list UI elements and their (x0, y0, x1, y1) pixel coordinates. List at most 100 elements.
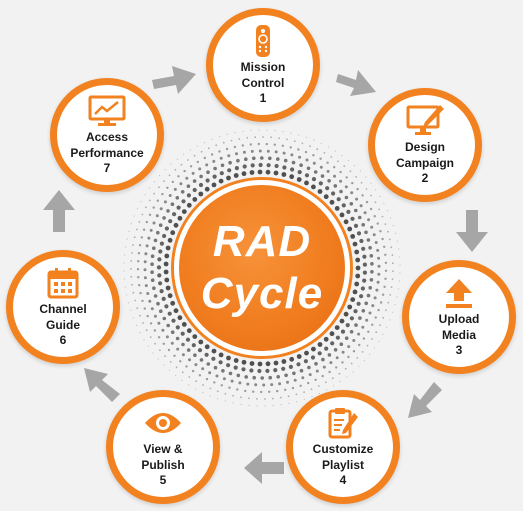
halftone-dot (240, 396, 242, 399)
halftone-dot (383, 245, 386, 248)
halftone-dot (134, 299, 137, 302)
halftone-dot (148, 299, 152, 303)
halftone-dot (165, 335, 169, 339)
halftone-dot (358, 343, 361, 347)
halftone-dot (153, 181, 155, 183)
halftone-dot (289, 174, 295, 180)
arrow-6-to-7 (43, 190, 75, 232)
halftone-dot (216, 390, 219, 393)
halftone-dot (311, 346, 316, 352)
halftone-dot (191, 369, 195, 373)
halftone-dot (350, 216, 355, 221)
halftone-dot (311, 177, 317, 182)
halftone-dot (152, 221, 156, 225)
arrow-2-to-3 (456, 210, 488, 252)
halftone-dot (347, 304, 353, 310)
halftone-dot (360, 181, 363, 184)
halftone-dot (274, 163, 279, 169)
halftone-dot (132, 317, 134, 319)
halftone-dot (170, 341, 174, 345)
halftone-dot (260, 156, 264, 160)
halftone-dot (215, 144, 218, 147)
halftone-dot (331, 191, 336, 196)
halftone-dot (354, 323, 358, 327)
halftone-dot (147, 345, 149, 347)
halftone-dot (236, 373, 241, 378)
halftone-dot (145, 220, 148, 224)
halftone-dot (350, 362, 353, 365)
halftone-dot (350, 234, 356, 239)
halftone-dot (233, 145, 237, 149)
halftone-dot (246, 136, 249, 139)
halftone-dot (123, 278, 125, 280)
halftone-dot (196, 160, 199, 164)
arrow-7-to-1 (152, 66, 196, 94)
halftone-dot (339, 318, 345, 324)
halftone-dot (382, 333, 384, 335)
halftone-dot (308, 373, 312, 377)
halftone-dot (373, 215, 376, 218)
halftone-dot (143, 260, 147, 264)
halftone-dot (180, 331, 185, 336)
halftone-dot (350, 297, 356, 302)
halftone-dot (384, 253, 387, 256)
halftone-dot (188, 384, 190, 386)
halftone-dot (260, 376, 265, 380)
halftone-dot (317, 342, 323, 347)
step-customize-playlist: Customize Playlist 4 (286, 390, 400, 504)
halftone-dot (206, 170, 210, 174)
halftone-dot (209, 395, 211, 397)
halftone-dot (309, 145, 311, 148)
halftone-dot (124, 254, 126, 256)
halftone-dot (139, 314, 141, 317)
halftone-dot (249, 368, 254, 373)
halftone-dot (218, 150, 221, 153)
halftone-dot (208, 371, 212, 375)
halftone-dot (146, 314, 149, 318)
halftone-dot (289, 146, 292, 149)
halftone-dot (162, 342, 165, 345)
halftone-dot (392, 262, 394, 265)
halftone-dot (392, 311, 394, 313)
halftone-dot (374, 201, 377, 204)
halftone-dot (383, 285, 386, 288)
halftone-dot (281, 144, 284, 147)
halftone-dot (177, 175, 180, 178)
halftone-dot (273, 143, 276, 146)
halftone-dot (180, 190, 185, 194)
halftone-dot (297, 148, 300, 151)
halftone-dot (233, 358, 239, 363)
halftone-dot (132, 244, 134, 246)
halftone-dot (330, 341, 335, 346)
halftone-dot (344, 185, 348, 189)
halftone-dot (301, 142, 304, 145)
halftone-dot (186, 184, 191, 188)
halftone-dot (390, 246, 393, 249)
halftone-dot (168, 219, 173, 224)
halftone-dot (295, 393, 298, 396)
halftone-dot (258, 129, 260, 131)
halftone-dot (339, 212, 345, 218)
halftone-dot (392, 225, 394, 227)
halftone-dot (137, 252, 141, 255)
halftone-dot (378, 340, 380, 342)
halftone-dot (241, 359, 247, 365)
halftone-dot (367, 330, 370, 333)
halftone-dot (339, 189, 343, 194)
halftone-dot (193, 154, 196, 157)
halftone-dot (358, 365, 360, 367)
halftone-dot (320, 142, 322, 144)
halftone-dot (180, 163, 183, 166)
halftone-dot (303, 391, 305, 393)
center-title-line1: RAD (212, 217, 312, 266)
step-label: Channel Guide (39, 302, 87, 332)
halftone-dot (164, 355, 167, 358)
step-view-publish: View & Publish 5 (106, 390, 220, 504)
halftone-dot (366, 344, 369, 347)
halftone-dot (169, 361, 172, 363)
halftone-dot (125, 246, 127, 248)
center-title-line2: Cycle (200, 269, 324, 318)
halftone-dot (157, 273, 162, 278)
halftone-dot (197, 348, 203, 353)
halftone-dot (150, 262, 154, 267)
